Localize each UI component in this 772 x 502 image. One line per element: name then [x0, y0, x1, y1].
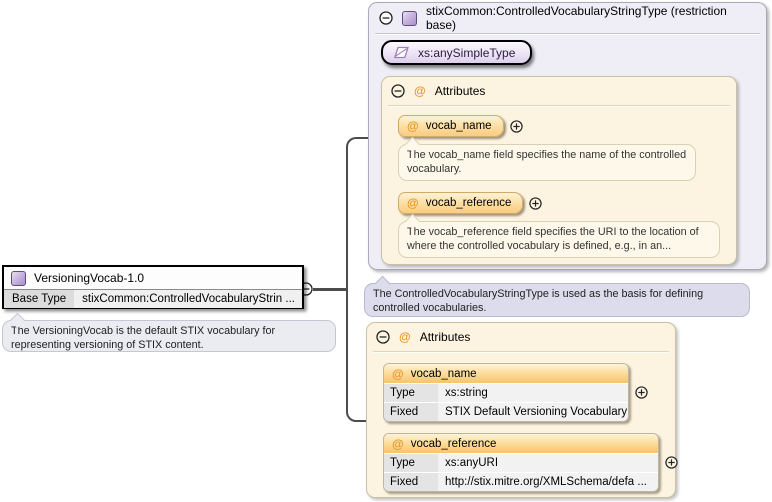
element-annotation-text: The VersioningVocab is the default STIX … [11, 325, 276, 352]
attributes-panel-header: @ Attributes [367, 323, 675, 350]
collapse-attributes-icon[interactable] [391, 83, 405, 98]
simple-type-label: xs:anySimpleType [418, 45, 516, 60]
attribute-name: vocab_reference [410, 437, 497, 450]
type-value: xs:string [438, 384, 628, 402]
panel-divider [388, 105, 730, 106]
attributes-panel-header: @ Attributes [382, 77, 736, 104]
connector-line [313, 288, 347, 291]
vocab-reference-table: @ vocab_reference Type xs:anyURI Fixed h… [383, 433, 659, 492]
attribute-icon: @ [407, 119, 419, 133]
type-label: Type [384, 384, 438, 402]
expand-vocab-name-icon[interactable] [509, 119, 523, 133]
simple-type-icon [394, 46, 409, 59]
element-annotation: The VersioningVocab is the default STIX … [2, 312, 336, 352]
attributes-header-label: Attributes [434, 83, 486, 98]
attribute-table-header[interactable]: @ vocab_reference [384, 434, 658, 453]
complex-type-icon [11, 270, 26, 286]
type-label: Type [384, 454, 438, 472]
fixed-value: STIX Default Versioning Vocabulary [438, 403, 628, 421]
header-divider [375, 33, 760, 34]
attribute-row: @ vocab_name [398, 115, 523, 137]
attribute-row: @ vocab_reference [398, 192, 543, 214]
base-type-value: stixCommon:ControlledVocabularyStrin ... [74, 290, 302, 308]
table-row: Type xs:string [384, 383, 628, 402]
element-title: VersioningVocab-1.0 [34, 271, 145, 285]
vocab-reference-description-text: The vocab_reference field specifies the … [407, 226, 699, 253]
local-attributes-box: @ Attributes @ vocab_name Type xs:string… [366, 322, 678, 498]
attribute-group-icon: @ [414, 83, 426, 98]
base-type-row: Base Type stixCommon:ControlledVocabular… [4, 290, 302, 308]
base-type-label: Base Type [4, 290, 75, 308]
collapse-base-type-icon[interactable] [379, 11, 393, 25]
fixed-label: Fixed [384, 473, 438, 491]
attribute-icon: @ [407, 196, 419, 210]
vocab-name-table: @ vocab_name Type xs:string Fixed STIX D… [383, 363, 629, 422]
collapse-attributes-icon[interactable] [376, 329, 390, 344]
expand-vocab-reference-icon[interactable] [665, 456, 678, 469]
vocab-name-description-text: The vocab_name field specifies the name … [407, 149, 687, 176]
attributes-header-label: Attributes [419, 329, 471, 344]
vocab-name-description: The vocab_name field specifies the name … [398, 136, 696, 181]
base-type-title: stixCommon:ControlledVocabularyStringTyp… [426, 4, 727, 32]
table-row: Type xs:anyURI [384, 453, 658, 472]
table-row: Fixed STIX Default Versioning Vocabulary [384, 402, 628, 421]
base-type-annotation-text: The ControlledVocabularyStringType is us… [373, 288, 704, 315]
table-row: Fixed http://stix.mitre.org/XMLSchema/de… [384, 472, 658, 491]
type-value: xs:anyURI [438, 454, 658, 472]
attribute-table-header[interactable]: @ vocab_name [384, 364, 628, 383]
expand-vocab-reference-icon[interactable] [529, 196, 543, 210]
connector-bracket [346, 137, 370, 422]
attribute-name: vocab_name [425, 120, 492, 132]
expand-vocab-name-icon[interactable] [635, 386, 648, 399]
attributes-panel: @ Attributes @ vocab_name The vocab_name… [381, 76, 737, 265]
base-type-header: stixCommon:ControlledVocabularyStringTyp… [369, 3, 766, 33]
simple-type-pill[interactable]: xs:anySimpleType [381, 40, 533, 65]
attribute-pill-vocab-name[interactable]: @ vocab_name [398, 115, 504, 137]
element-box[interactable]: VersioningVocab-1.0 Base Type stixCommon… [2, 265, 304, 309]
complex-type-icon [402, 10, 417, 26]
attribute-pill-vocab-reference[interactable]: @ vocab_reference [398, 192, 524, 214]
attribute-detail-row: @ vocab_reference Type xs:anyURI Fixed h… [383, 433, 678, 492]
fixed-value: http://stix.mitre.org/XMLSchema/defa ... [438, 473, 658, 491]
attribute-name: vocab_name [410, 367, 477, 380]
vocab-reference-description: The vocab_reference field specifies the … [398, 213, 720, 258]
attribute-name: vocab_reference [425, 197, 512, 209]
fixed-label: Fixed [384, 403, 438, 421]
attribute-icon: @ [392, 436, 404, 451]
attribute-detail-row: @ vocab_name Type xs:string Fixed STIX D… [383, 363, 648, 422]
attribute-icon: @ [392, 366, 404, 381]
base-type-annotation: The ControlledVocabularyStringType is us… [364, 275, 750, 317]
element-header: VersioningVocab-1.0 [4, 267, 302, 290]
panel-divider [373, 351, 669, 352]
attribute-group-icon: @ [399, 329, 411, 344]
base-type-box: stixCommon:ControlledVocabularyStringTyp… [368, 2, 767, 270]
